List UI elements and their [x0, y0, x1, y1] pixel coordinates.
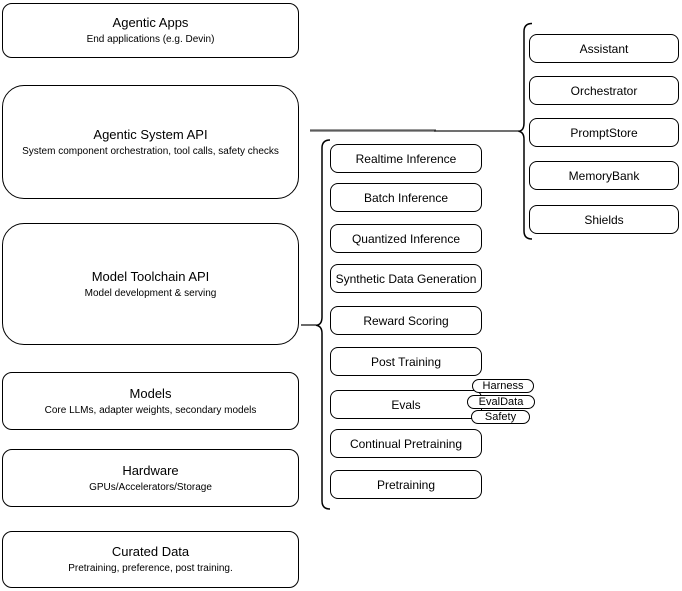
- system-component-shields: Shields: [529, 205, 679, 234]
- pill-label: Harness: [482, 380, 524, 392]
- system-component-orchestrator: Orchestrator: [529, 76, 679, 105]
- node-label: Post Training: [370, 354, 442, 369]
- toolchain-item-evals: Evals: [330, 390, 482, 419]
- pill-label: EvalData: [478, 396, 524, 408]
- node-curated-data: Curated Data Pretraining, preference, po…: [2, 531, 299, 588]
- toolchain-item-realtime-inference: Realtime Inference: [330, 144, 482, 173]
- node-subtitle: GPUs/Accelerators/Storage: [89, 481, 212, 493]
- node-label: Pretraining: [376, 477, 436, 492]
- eval-pill-evaldata: EvalData: [467, 395, 535, 409]
- node-label: Quantized Inference: [351, 231, 461, 246]
- node-subtitle: System component orchestration, tool cal…: [22, 145, 279, 157]
- node-hardware: Hardware GPUs/Accelerators/Storage: [2, 449, 299, 507]
- toolchain-item-synthetic-data-generation: Synthetic Data Generation: [330, 264, 482, 293]
- toolchain-item-pretraining: Pretraining: [330, 470, 482, 499]
- eval-pill-harness: Harness: [472, 379, 534, 393]
- node-label: Evals: [391, 397, 421, 412]
- node-label: Synthetic Data Generation: [335, 271, 477, 286]
- node-title: Agentic System API: [93, 126, 208, 142]
- system-component-memorybank: MemoryBank: [529, 161, 679, 190]
- node-label: MemoryBank: [568, 168, 640, 183]
- node-subtitle: Core LLMs, adapter weights, secondary mo…: [44, 404, 257, 416]
- system-component-assistant: Assistant: [529, 34, 679, 63]
- node-label: Realtime Inference: [355, 151, 457, 166]
- eval-pill-safety: Safety: [471, 410, 530, 424]
- node-label: PromptStore: [570, 125, 638, 140]
- node-model-toolchain-api: Model Toolchain API Model development & …: [2, 223, 299, 345]
- node-title: Model Toolchain API: [91, 268, 210, 284]
- node-label: Batch Inference: [363, 190, 449, 205]
- node-label: Assistant: [579, 41, 629, 56]
- pill-label: Safety: [484, 411, 517, 423]
- node-title: Agentic Apps: [112, 15, 189, 30]
- node-models: Models Core LLMs, adapter weights, secon…: [2, 372, 299, 430]
- node-title: Curated Data: [111, 544, 190, 559]
- node-label: Orchestrator: [570, 83, 638, 98]
- toolchain-item-continual-pretraining: Continual Pretraining: [330, 429, 482, 458]
- node-title: Models: [129, 385, 172, 401]
- system-component-promptstore: PromptStore: [529, 118, 679, 147]
- node-subtitle: Model development & serving: [84, 287, 217, 299]
- node-agentic-apps: Agentic Apps End applications (e.g. Devi…: [2, 3, 299, 58]
- node-label: Continual Pretraining: [349, 436, 463, 451]
- toolchain-item-reward-scoring: Reward Scoring: [330, 306, 482, 335]
- toolchain-item-batch-inference: Batch Inference: [330, 183, 482, 212]
- node-agentic-system-api: Agentic System API System component orch…: [2, 85, 299, 199]
- node-subtitle: Pretraining, preference, post training.: [68, 563, 233, 574]
- toolchain-brace: [315, 139, 331, 510]
- node-subtitle: End applications (e.g. Devin): [86, 34, 215, 45]
- node-label: Reward Scoring: [363, 313, 449, 328]
- toolchain-item-post-training: Post Training: [330, 347, 482, 376]
- node-title: Hardware: [122, 462, 179, 478]
- node-label: Shields: [584, 212, 624, 227]
- toolchain-item-quantized-inference: Quantized Inference: [330, 224, 482, 253]
